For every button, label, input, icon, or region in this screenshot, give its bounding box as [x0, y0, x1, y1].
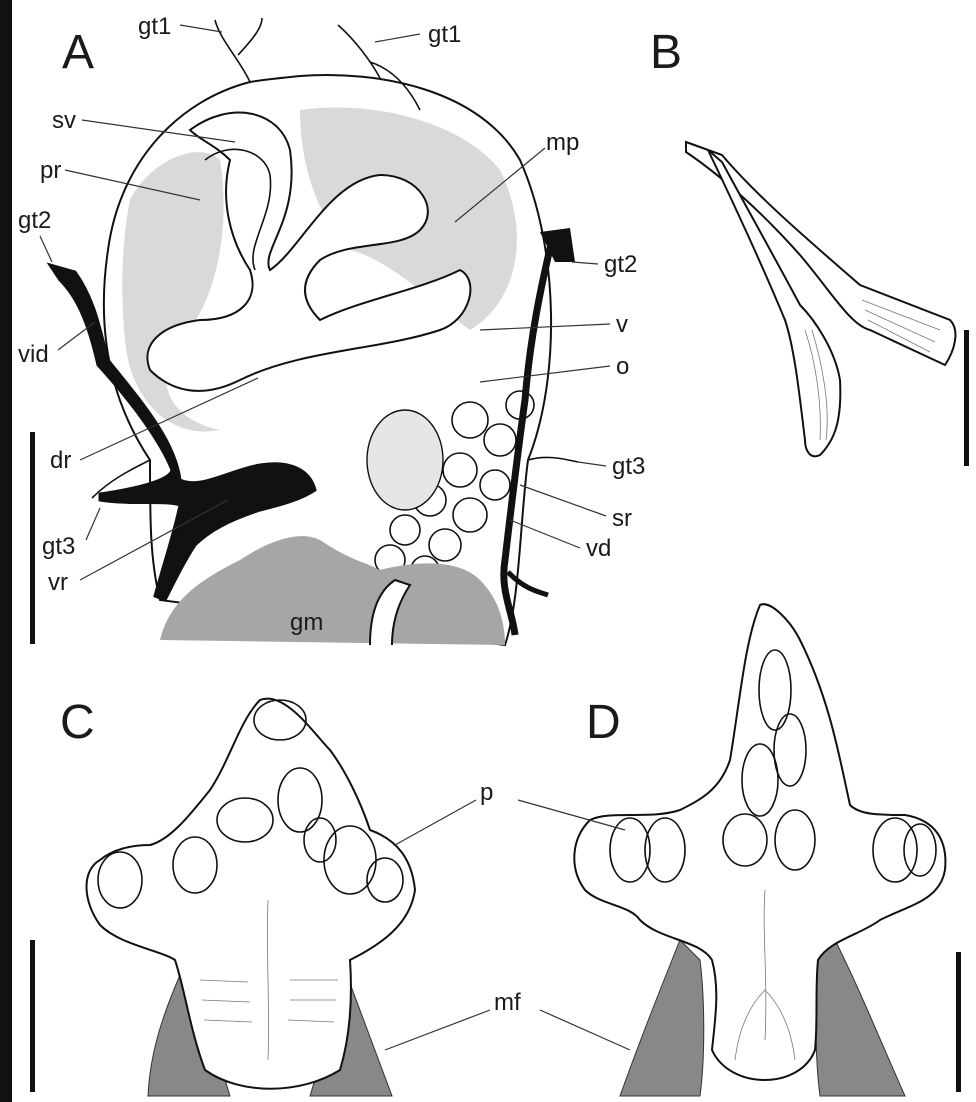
label-gt2-left: gt2	[18, 207, 51, 234]
panel-label-a: A	[62, 26, 94, 79]
panel-label-b: B	[650, 26, 682, 79]
label-gt2-right: gt2	[604, 251, 637, 278]
gland-tube-gt1-left	[215, 18, 262, 82]
label-mf: mf	[494, 989, 521, 1016]
label-gt3-left: gt3	[42, 533, 75, 560]
label-vid: vid	[18, 341, 49, 368]
scale-bar-b	[964, 330, 969, 466]
label-vd: vd	[586, 535, 611, 562]
panel-label-c: C	[60, 696, 95, 749]
label-mp: mp	[546, 129, 579, 156]
muscle-fibers-left-d	[620, 940, 704, 1096]
label-sr: sr	[612, 505, 632, 532]
scale-bar-c	[30, 940, 35, 1092]
label-pr: pr	[40, 157, 61, 184]
label-sv: sv	[52, 107, 76, 134]
ovary	[367, 410, 443, 510]
label-v: v	[616, 311, 628, 338]
label-dr: dr	[50, 447, 71, 474]
panel-label-d: D	[586, 696, 621, 749]
label-p: p	[480, 779, 493, 806]
gland-tube-gt3-right	[528, 457, 578, 462]
left-border-bar	[0, 0, 12, 1102]
label-gm: gm	[290, 609, 323, 636]
scale-bar-a	[30, 432, 35, 644]
label-o: o	[616, 353, 629, 380]
leader-mf-d	[540, 1010, 630, 1050]
label-gt1-right: gt1	[428, 21, 461, 48]
scale-bar-d	[956, 952, 961, 1092]
label-gt1-left: gt1	[138, 13, 171, 40]
panel-b: B	[650, 26, 969, 466]
label-vr: vr	[48, 569, 68, 596]
spicule-short	[708, 150, 840, 456]
panel-d: D	[518, 604, 961, 1096]
panel-c: C p mf	[30, 696, 521, 1096]
muscle-fibers-right-d	[816, 940, 905, 1096]
panel-a: A	[18, 13, 645, 645]
label-gt3-right: gt3	[612, 453, 645, 480]
leader-mf-c	[385, 1010, 490, 1050]
leader-p-c	[395, 800, 476, 845]
